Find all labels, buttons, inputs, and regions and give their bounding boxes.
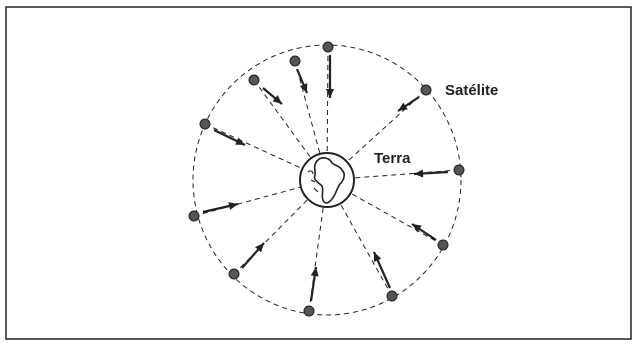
satellite-dot-icon (438, 240, 448, 250)
earth-globe-icon (300, 153, 354, 207)
earth-label: Terra (374, 150, 411, 167)
satellite-dot-icon (189, 211, 199, 221)
satellite-dot-icon (290, 56, 300, 66)
satellite-dot-icon (323, 42, 333, 52)
satellite-dot-icon (229, 269, 239, 279)
satellite-dot-icon (454, 165, 464, 175)
satellite-dot-icon (421, 85, 431, 95)
satellite-dot-icon (200, 119, 210, 129)
satellite-dot-icon (304, 306, 314, 316)
satellite-dot-icon (387, 291, 397, 301)
satellite-label: Satélite (445, 82, 498, 99)
satellite-dot-icon (249, 75, 259, 85)
